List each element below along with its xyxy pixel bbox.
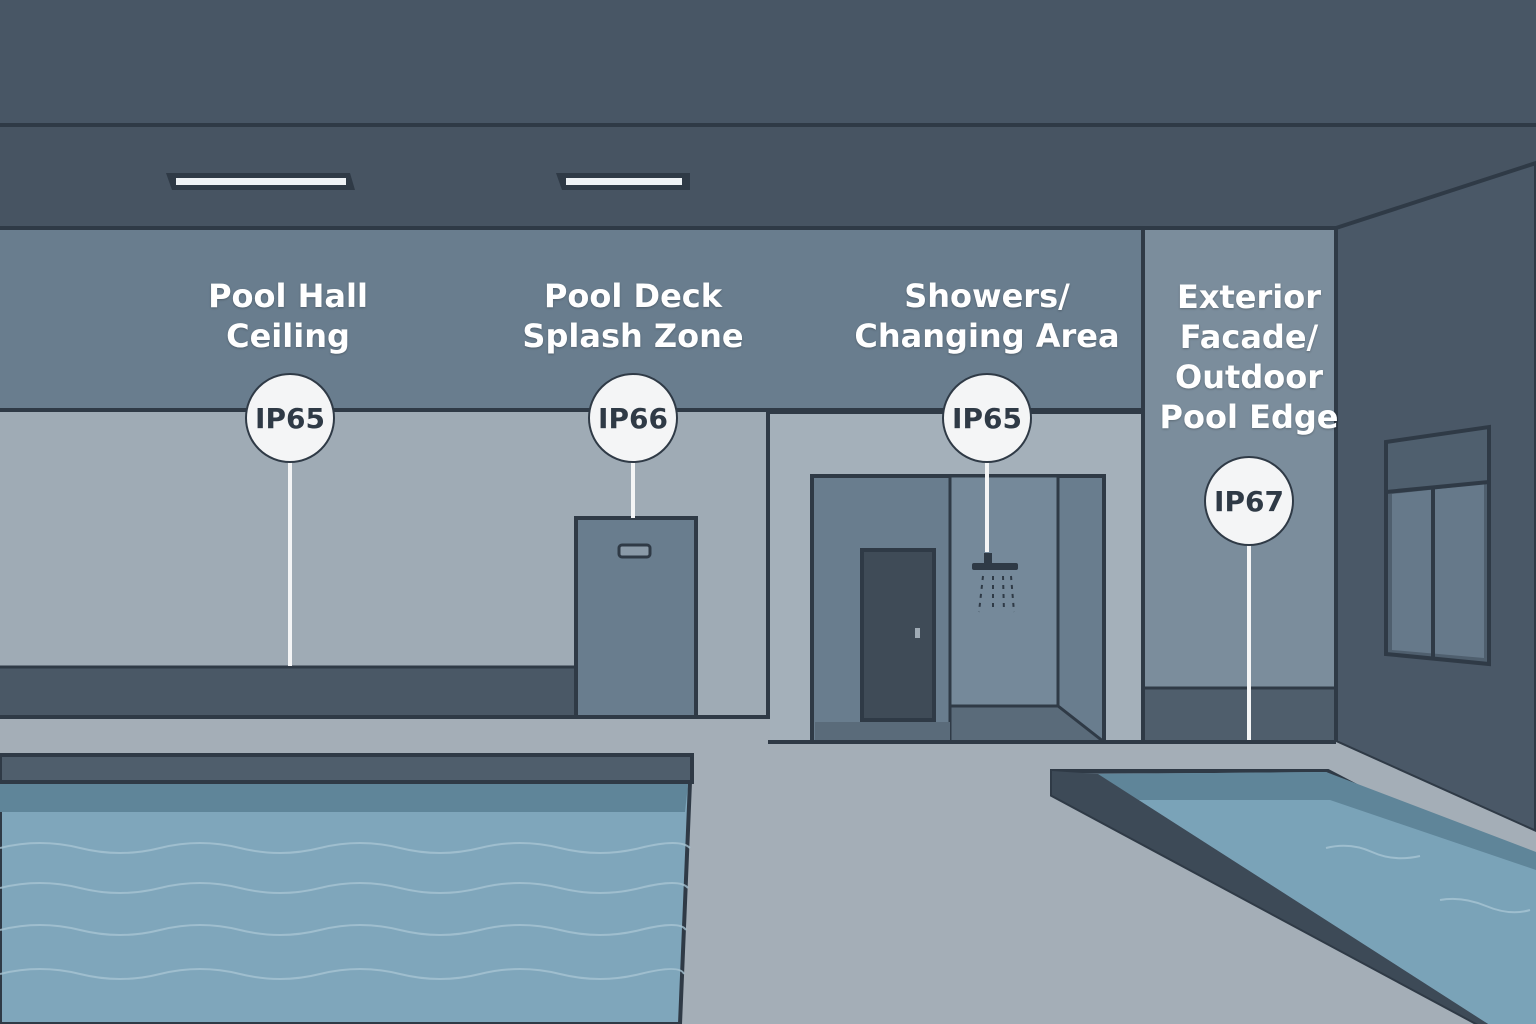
pin-line-pool-deck-splash-zone (631, 460, 635, 518)
zone-label-line: Pool Hall (208, 277, 368, 315)
ip-rating-badge-showers-changing-area: IP65 (942, 373, 1032, 463)
ip-rating-badge-pool-hall-ceiling: IP65 (245, 373, 335, 463)
zone-label-pool-hall-ceiling: Pool Hall Ceiling (208, 276, 368, 356)
zone-label-line: Pool Edge (1159, 398, 1339, 436)
zone-label-pool-deck-splash-zone: Pool Deck Splash Zone (522, 276, 743, 356)
zone-label-line: Pool Deck (543, 277, 723, 315)
pin-line-pool-hall-ceiling (288, 460, 292, 666)
zone-label-line: Changing Area (854, 317, 1120, 355)
changing-area-wall (766, 410, 1145, 744)
zone-label-line: Showers/ (904, 277, 1070, 315)
changing-room-door (860, 548, 936, 722)
zone-label-line: Facade/ (1179, 318, 1319, 356)
ceiling-light-2 (556, 173, 690, 190)
window (1384, 424, 1491, 667)
utility-door (574, 516, 698, 719)
zone-label-line: Ceiling (226, 317, 350, 355)
main-pool (0, 753, 694, 1024)
wall-baseboard (0, 667, 580, 717)
shower-head-icon (972, 553, 1018, 613)
outdoor-pool (1050, 769, 1536, 1024)
zone-label-showers-changing-area: Showers/ Changing Area (854, 276, 1119, 356)
ip-rating-badge-pool-deck-splash-zone: IP66 (588, 373, 678, 463)
ceiling-upper (0, 0, 1536, 125)
ip-rating-badge-exterior-facade-outdoor-pool-edge: IP67 (1204, 456, 1294, 546)
wall-upper-band (0, 230, 1145, 410)
zone-label-line: Outdoor (1175, 358, 1323, 396)
pin-line-exterior-facade-outdoor-pool-edge (1247, 543, 1251, 740)
zone-label-line: Splash Zone (522, 317, 744, 355)
zone-label-exterior-facade-outdoor-pool-edge: Exterior Facade/ Outdoor Pool Edge (1160, 277, 1339, 437)
pin-line-showers-changing-area (985, 460, 989, 552)
zone-label-line: Exterior (1176, 278, 1321, 316)
ceiling-light-1 (166, 173, 355, 190)
